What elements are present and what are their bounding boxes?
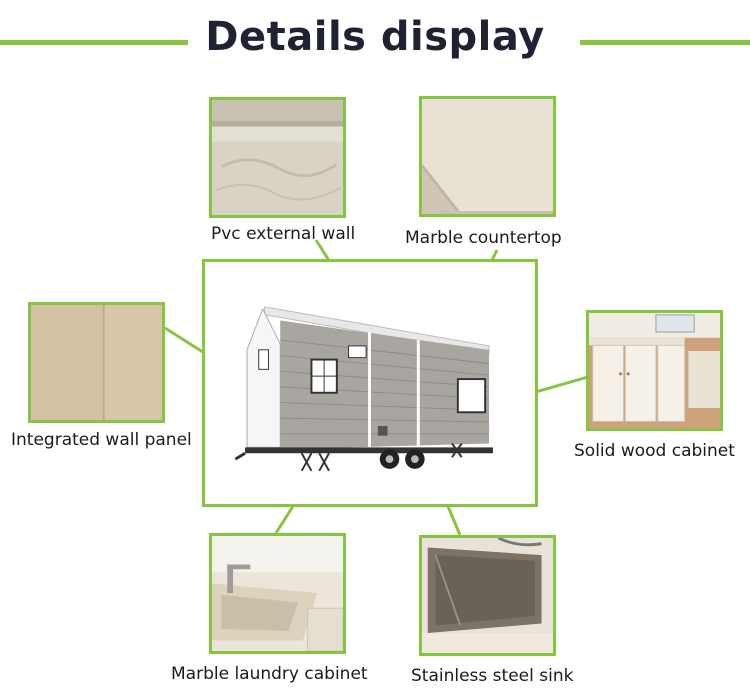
caption-pvc-external-wall: Pvc external wall — [211, 224, 356, 244]
title-divider-right — [580, 40, 750, 45]
tiny-house-illustration — [234, 306, 493, 472]
tiny-house-photo — [202, 259, 538, 507]
title-divider-left — [0, 40, 188, 45]
caption-integrated-wall-panel: Integrated wall panel — [11, 430, 192, 450]
caption-stainless-steel-sink: Stainless steel sink — [411, 666, 574, 686]
page-title: Details display — [205, 14, 545, 60]
caption-marble-laundry-cabinet: Marble laundry cabinet — [171, 664, 368, 684]
solid-wood-cabinet-photo — [586, 310, 723, 431]
caption-marble-countertop: Marble countertop — [405, 228, 562, 248]
integrated-wall-panel-photo — [28, 302, 165, 423]
stainless-steel-sink-photo — [419, 535, 556, 656]
caption-solid-wood-cabinet: Solid wood cabinet — [574, 441, 735, 461]
marble-countertop-photo — [419, 96, 556, 217]
marble-laundry-cabinet-photo — [209, 533, 346, 654]
pvc-external-wall-photo — [209, 97, 346, 218]
